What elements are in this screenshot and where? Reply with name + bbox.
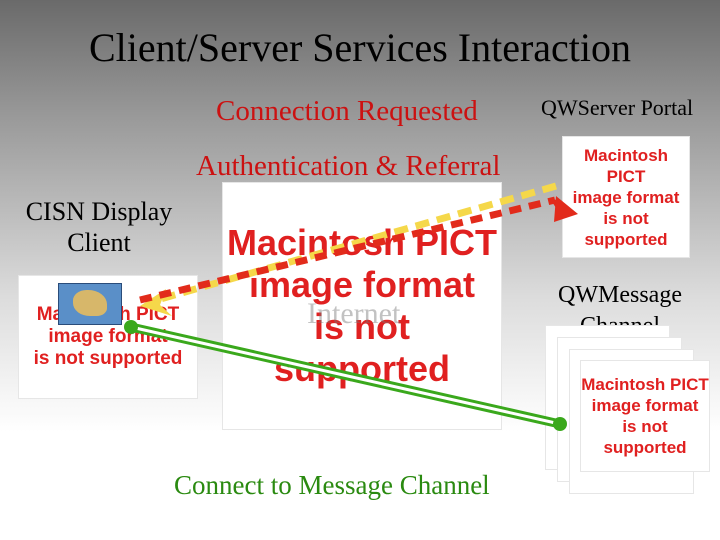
pict-line2: image format — [248, 264, 476, 305]
auth-referral-label: Authentication & Referral — [196, 150, 501, 182]
channel-connection-dot — [553, 417, 567, 431]
internet-label: Internet — [307, 297, 401, 330]
qwmessage-line1: QWMessage — [558, 282, 682, 308]
channel-image-front: Macintosh PICT image format is not suppo… — [580, 360, 710, 472]
qwserver-image-placeholder: Macintosh PICT image format is not suppo… — [562, 136, 690, 258]
connect-channel-line — [130, 322, 561, 429]
pict-line3: is not supported — [584, 208, 668, 249]
client-connection-dot — [124, 320, 138, 334]
map-thumbnail — [58, 283, 122, 325]
qwserver-portal-label: QWServer Portal — [541, 95, 694, 120]
cisn-client-label: CISN Display Client — [4, 196, 194, 258]
pict-line2: image format — [572, 187, 680, 207]
cisn-client-line1: CISN Display — [25, 197, 173, 226]
referral-arrow — [140, 182, 557, 316]
pict-line2: image format — [591, 396, 699, 415]
pict-line3: is not supported — [603, 417, 687, 457]
connection-requested-label: Connection Requested — [216, 95, 478, 127]
connection-request-arrow — [139, 196, 578, 304]
slide-title: Client/Server Services Interaction — [88, 25, 632, 70]
pict-line1: Macintosh PICT — [583, 145, 669, 186]
cisn-client-line2: Client — [67, 228, 131, 257]
pict-line3: is not supported — [33, 348, 183, 369]
connect-channel-label: Connect to Message Channel — [174, 470, 490, 500]
pict-line1: Macintosh PICT — [581, 375, 709, 394]
